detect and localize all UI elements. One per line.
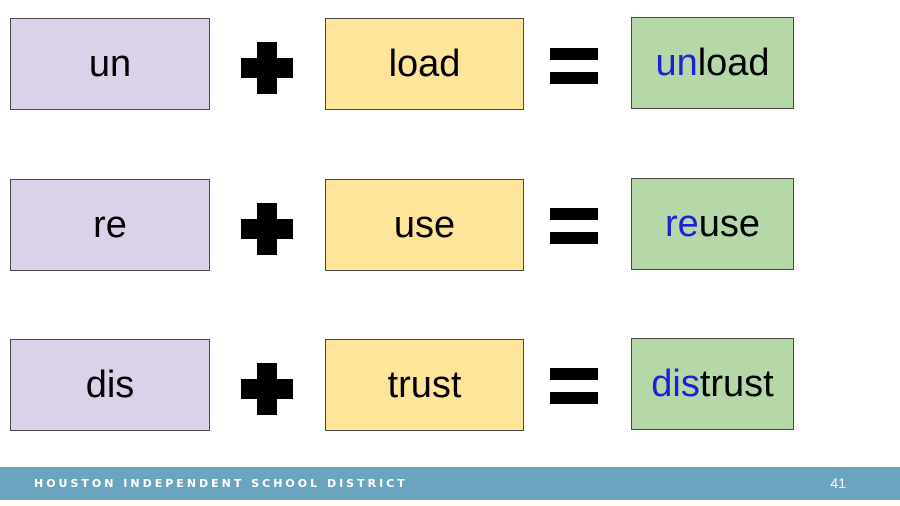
base-word-box: load bbox=[325, 18, 524, 110]
result-prefix-highlight: re bbox=[664, 202, 699, 245]
prefix-text: dis bbox=[85, 363, 135, 406]
prefix-box: un bbox=[10, 18, 210, 110]
result-base-part: use bbox=[698, 202, 761, 245]
result-base-part: load bbox=[697, 41, 770, 84]
base-word-text: use bbox=[393, 203, 456, 246]
organization-name: HOUSTON INDEPENDENT SCHOOL DISTRICT bbox=[34, 477, 408, 490]
prefix-text: re bbox=[93, 203, 127, 246]
prefix-text: un bbox=[88, 42, 132, 85]
base-word-box: use bbox=[325, 179, 524, 271]
equals-icon bbox=[550, 208, 598, 244]
result-prefix-highlight: dis bbox=[651, 362, 700, 405]
footer-bar: HOUSTON INDEPENDENT SCHOOL DISTRICT 41 bbox=[0, 467, 900, 500]
result-word-box: unload bbox=[631, 17, 794, 109]
base-word-box: trust bbox=[325, 339, 524, 431]
result-word-box: reuse bbox=[631, 178, 794, 270]
prefix-box: dis bbox=[10, 339, 210, 431]
result-word-box: distrust bbox=[631, 338, 794, 430]
plus-icon bbox=[241, 203, 293, 255]
result-word-text: unload bbox=[655, 42, 769, 85]
equals-icon bbox=[550, 48, 598, 84]
plus-icon bbox=[241, 363, 293, 415]
result-prefix-highlight: un bbox=[655, 41, 698, 84]
plus-icon bbox=[241, 42, 293, 94]
equals-icon bbox=[550, 368, 598, 404]
result-base-part: trust bbox=[699, 362, 774, 405]
prefix-box: re bbox=[10, 179, 210, 271]
result-word-text: distrust bbox=[651, 363, 773, 406]
result-word-text: reuse bbox=[665, 203, 760, 246]
base-word-text: trust bbox=[387, 363, 462, 406]
page-number: 41 bbox=[830, 475, 846, 491]
base-word-text: load bbox=[388, 42, 461, 85]
